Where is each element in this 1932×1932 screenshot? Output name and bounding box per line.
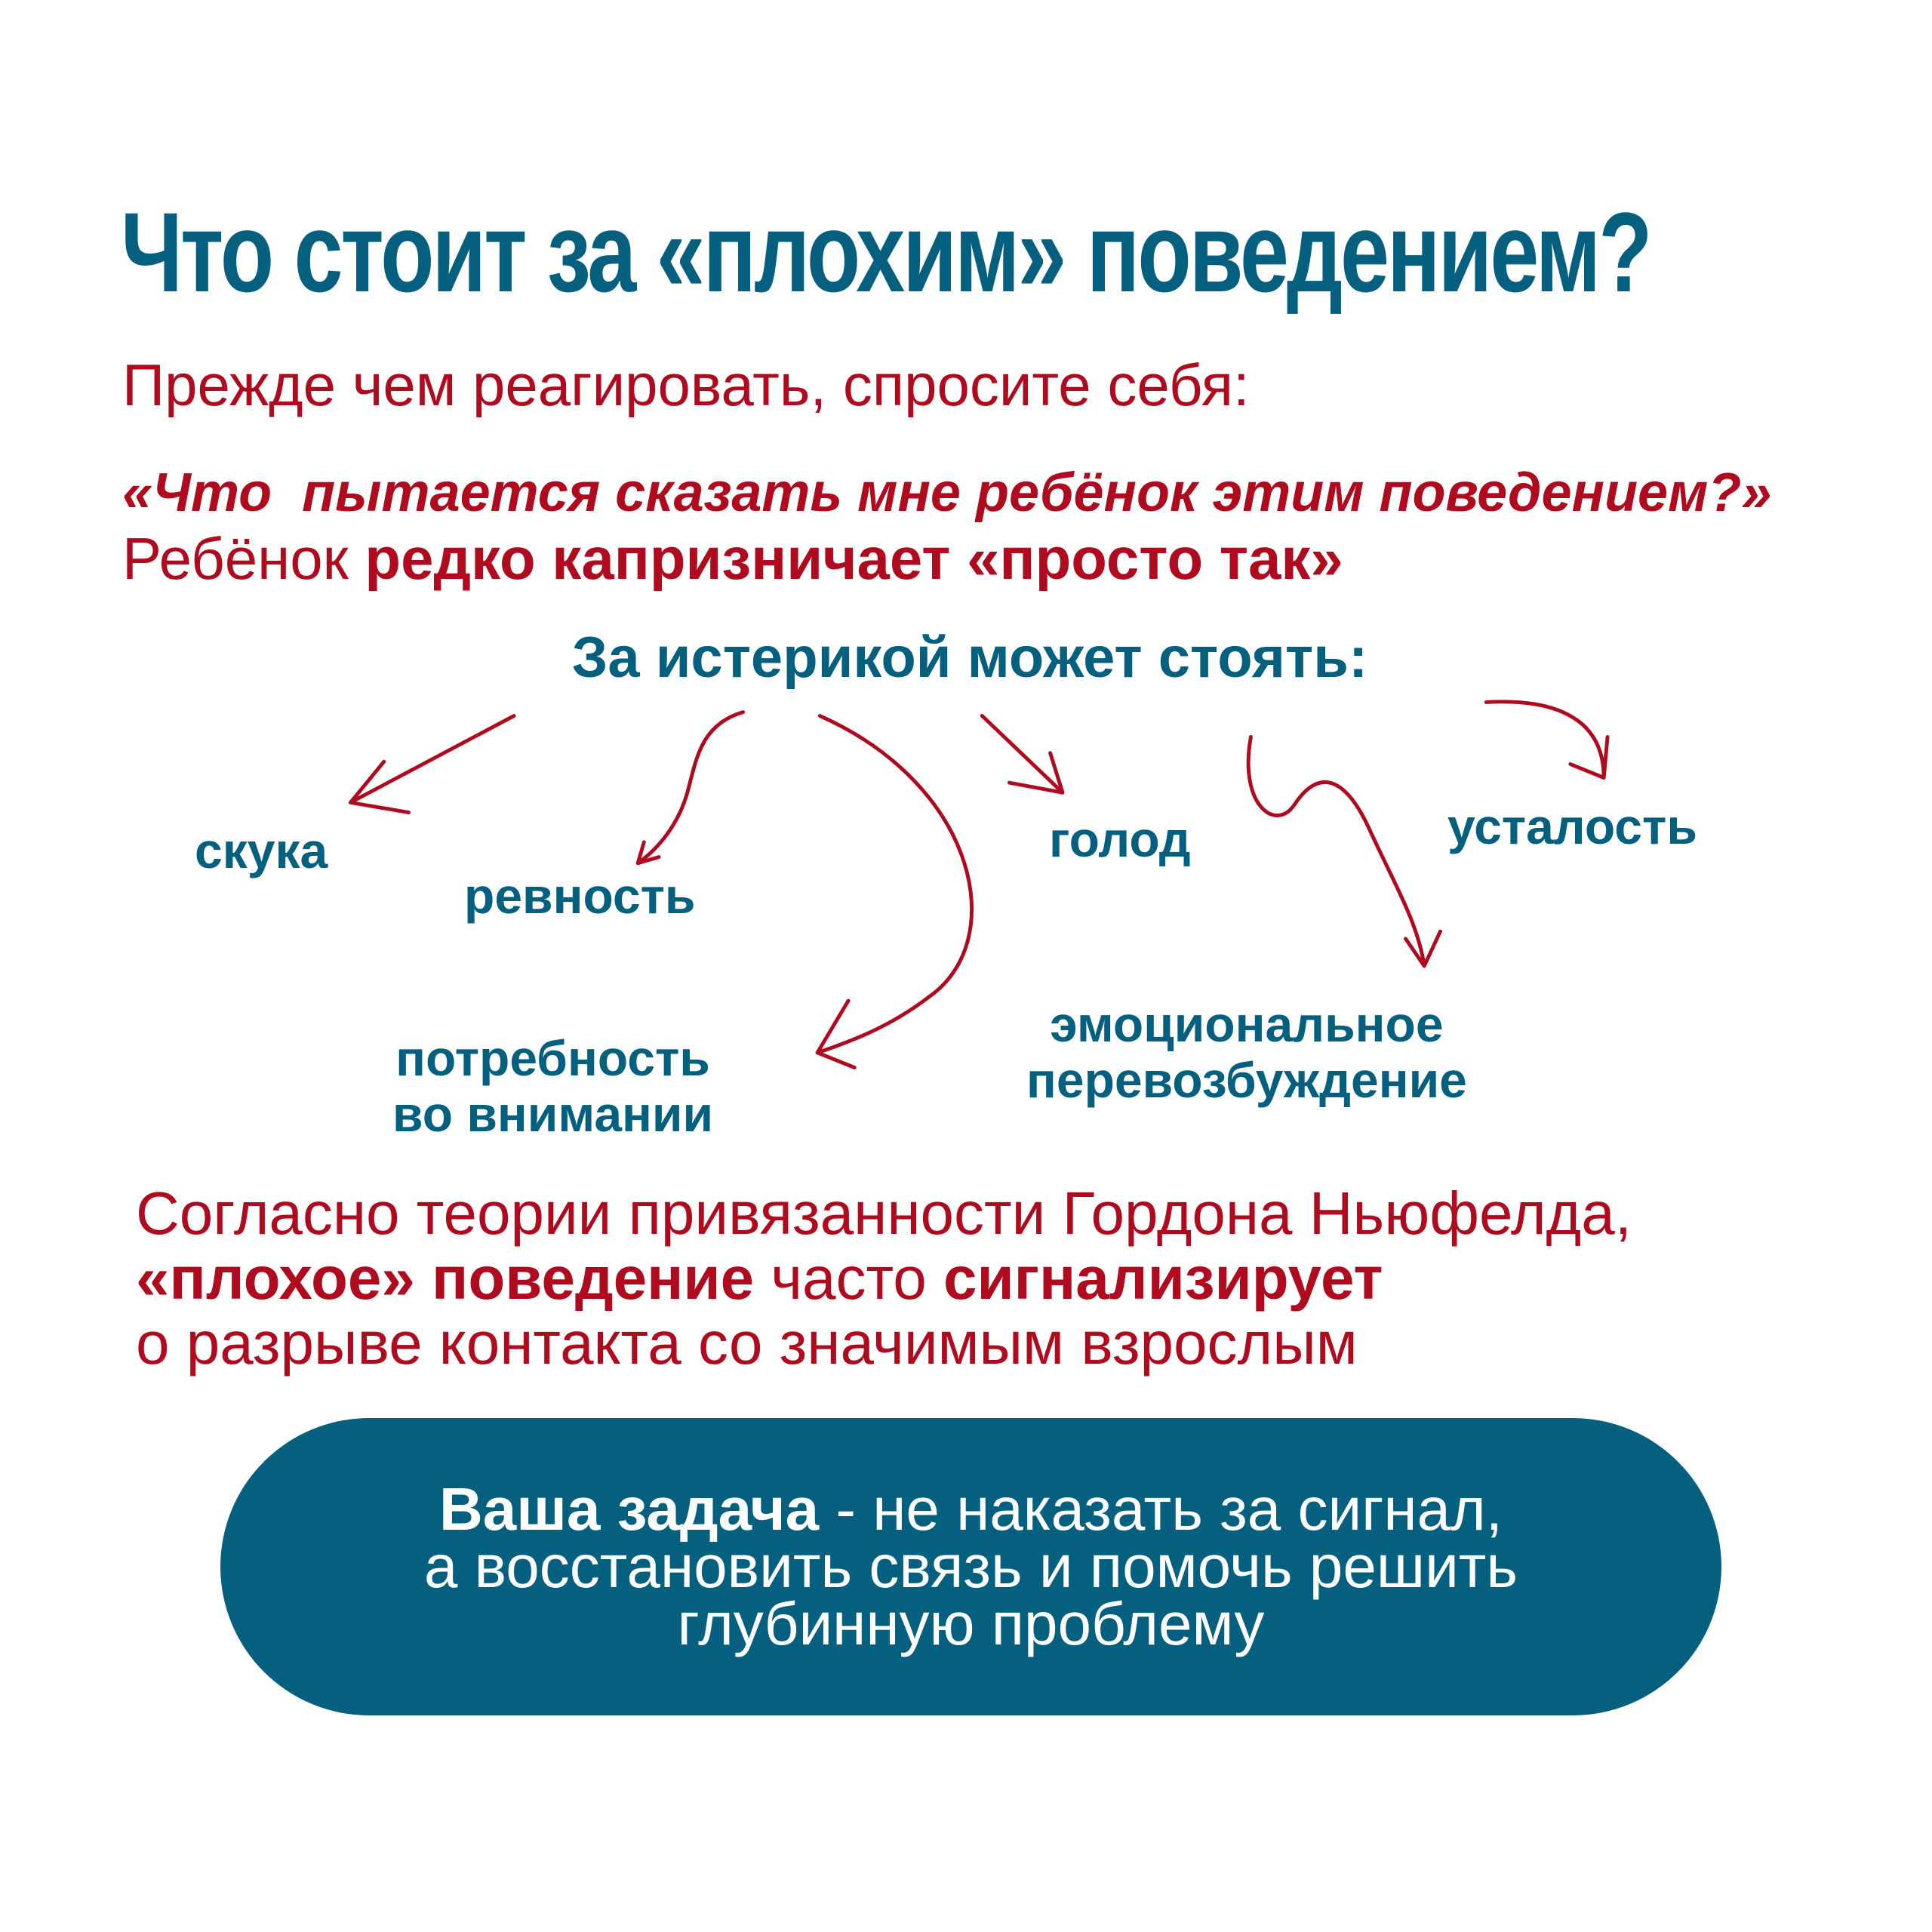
callout-line-3: глубинную проблему: [677, 1590, 1265, 1657]
intro-text: Прежде чем реагировать, спросите себя:: [122, 352, 1250, 418]
callout-rest: - не наказать за сигнал,: [819, 1475, 1503, 1543]
arrow-to-overexcitement: [1246, 734, 1442, 968]
paragraph-line-3: о разрыве контакта со значимым взрослым: [136, 1309, 1358, 1377]
callout-text: Ваша задача - не наказать за сигнал, а в…: [423, 1479, 1518, 1657]
question-quote: «Что пытается сказать мне ребёнок этим п…: [122, 463, 1772, 523]
arrow-to-fatigue: [1484, 700, 1610, 780]
cause-emotional-overexcitement: эмоциональное перевозбуждение: [1026, 996, 1467, 1108]
callout-pill: Ваша задача - не наказать за сигнал, а в…: [220, 1418, 1721, 1715]
arrow-to-boredom: [348, 714, 516, 814]
cause-need-for-attention: потребность во внимании: [392, 1030, 713, 1142]
rarely-text: Ребёнок редко капризничает «просто так»: [122, 525, 1343, 593]
cause-line: эмоциональное: [1050, 996, 1444, 1052]
callout-bold: Ваша задача: [439, 1475, 820, 1543]
theory-paragraph: Согласно теории привязанности Гордона Нь…: [136, 1181, 1632, 1376]
paragraph-line-2: «плохое» поведение часто сигнализирует: [136, 1246, 1632, 1311]
cause-fatigue: усталость: [1447, 798, 1697, 854]
callout-line-2: а восстановить связь и помочь решить: [423, 1533, 1518, 1600]
arrow-to-attention: [815, 714, 974, 1070]
bold-phrase: сигнализирует: [943, 1244, 1383, 1312]
rarely-bold: редко капризничает «просто так»: [365, 525, 1343, 592]
causes-heading: За истерикой может стоять:: [571, 626, 1368, 690]
callout-line-1: Ваша задача - не наказать за сигнал,: [424, 1479, 1518, 1540]
rarely-prefix: Ребёнок: [122, 525, 365, 592]
arrow-to-hunger: [980, 714, 1065, 795]
cause-line: потребность: [395, 1030, 710, 1086]
cause-jealousy: ревность: [464, 868, 696, 924]
bold-phrase: «плохое» поведение: [136, 1244, 755, 1312]
arrow-to-jealousy: [635, 710, 746, 866]
plain-phrase: часто: [754, 1244, 943, 1312]
cause-line: перевозбуждение: [1026, 1052, 1467, 1108]
page-title: Что стоит за «плохим» поведением?: [121, 189, 1653, 315]
cause-boredom: скука: [195, 823, 328, 878]
paragraph-line-1: Согласно теории привязанности Гордона Нь…: [136, 1180, 1632, 1247]
cause-line: во внимании: [392, 1086, 714, 1142]
cause-hunger: голод: [1049, 811, 1191, 867]
